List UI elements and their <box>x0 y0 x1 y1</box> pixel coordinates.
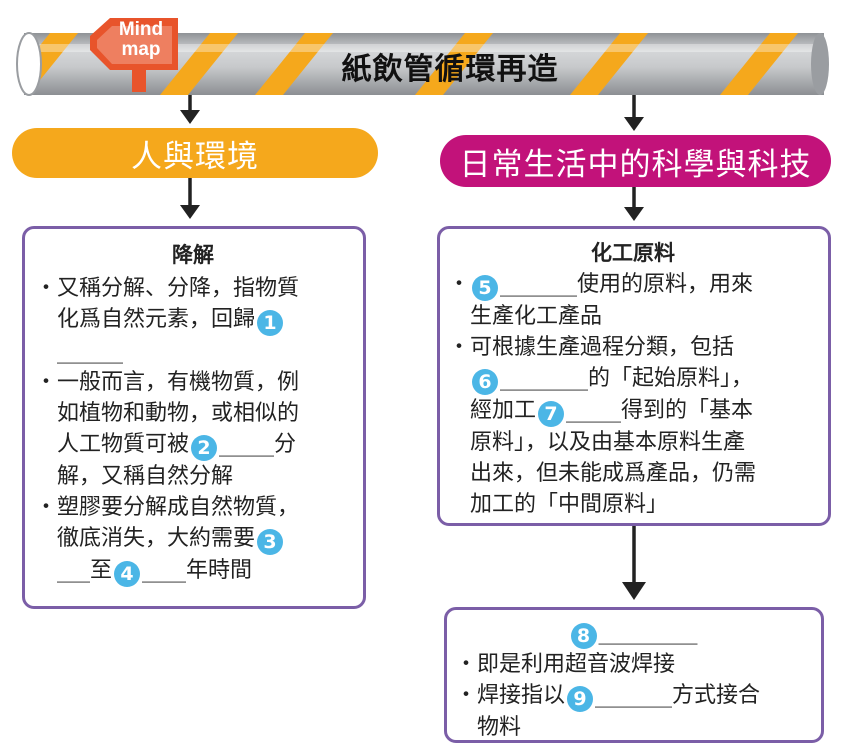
mind-map-logo-icon <box>90 18 178 92</box>
right-item-1: ・ 5_______使用的原料，用來 生產化工產品 <box>448 272 754 329</box>
answer-blank: _________ <box>598 620 698 645</box>
blank-number-2: 2 <box>191 435 218 461</box>
logo-line1: Mind <box>118 19 164 40</box>
straw-tube <box>16 32 829 96</box>
right-header: 日常生活中的科學與科技 <box>440 135 831 187</box>
blank-number-5: 5 <box>472 275 498 301</box>
left-box-title: 降解 <box>172 243 214 267</box>
blank-number-6: 6 <box>472 369 498 395</box>
answer-blank: ____年時間 <box>142 558 253 583</box>
answer-blank: ___至 <box>57 558 113 583</box>
blank-number-1: 1 <box>257 310 284 336</box>
right-content-box-1: 化工原料 ・ 5_______使用的原料，用來 生產化工產品 ・ 可根據生產過程… <box>437 226 831 526</box>
blank-number-9: 9 <box>567 686 594 712</box>
blank-number-8: 8 <box>570 623 597 649</box>
answer-blank: _____分 <box>219 432 297 457</box>
right-box1-title: 化工原料 <box>591 241 675 265</box>
flow-arrows <box>180 95 646 600</box>
right-box2-title: 8_________ <box>451 618 815 649</box>
right-box2-item-1: ・ 即是利用超音波焊接 <box>455 652 676 677</box>
tube-title: 紙飲管循環再造 <box>341 52 559 87</box>
blank-number-4: 4 <box>114 561 141 587</box>
left-header: 人與環境 <box>12 128 378 178</box>
blank-number-7: 7 <box>538 401 565 427</box>
logo-line2: map <box>121 39 161 60</box>
blank-number-3: 3 <box>257 529 284 555</box>
mind-map-logo: Mind map <box>108 20 174 60</box>
answer-blank: ______ <box>57 339 123 364</box>
